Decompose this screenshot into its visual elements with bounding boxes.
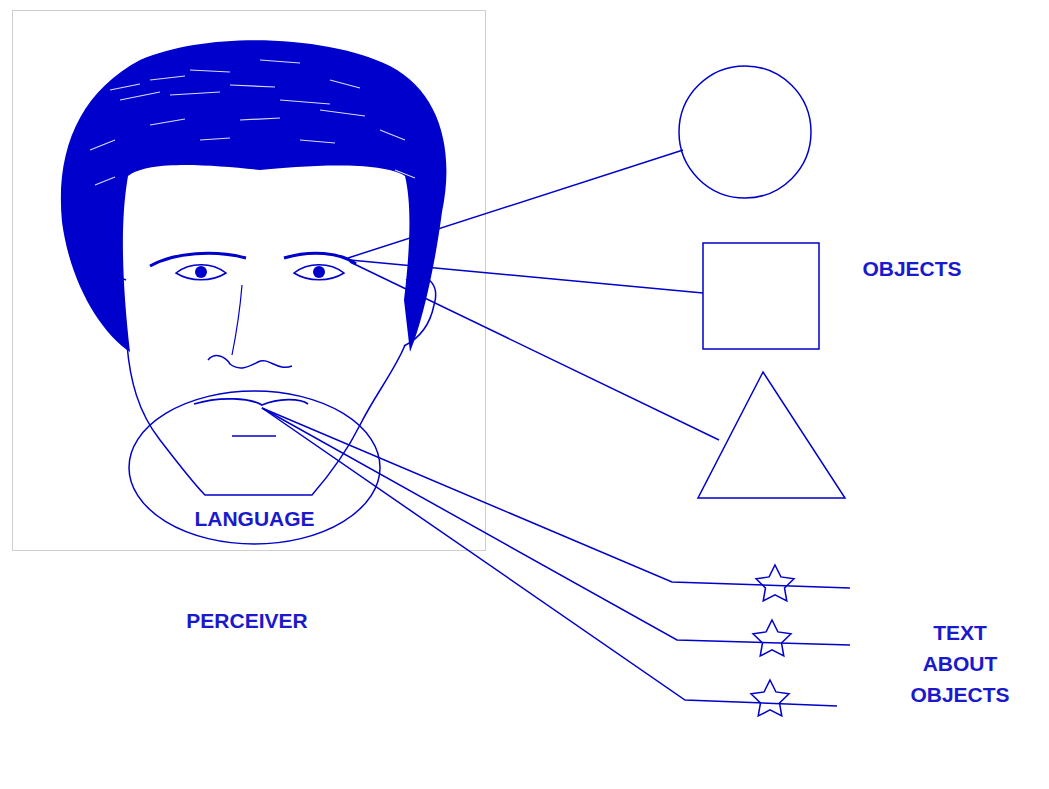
right-ear [404, 277, 436, 346]
circle-object [679, 66, 811, 198]
speech-lines [262, 408, 850, 706]
triangle-object [698, 372, 845, 498]
star-symbol [756, 565, 794, 601]
right-eyebrow [284, 253, 356, 264]
language-ellipse: LANGUAGE [128, 390, 381, 545]
jaw-outline [127, 345, 405, 495]
hair [61, 40, 447, 352]
square-object [703, 243, 819, 349]
sight-lines [348, 150, 719, 440]
text-about-objects-label: TEXT ABOUT OBJECTS [900, 617, 1020, 710]
left-iris [195, 266, 207, 278]
sight-line [348, 150, 683, 258]
left-ear [99, 277, 128, 346]
nostrils [208, 356, 292, 368]
lower-lip [232, 435, 276, 437]
hair-highlights [90, 60, 415, 185]
speech-line [262, 408, 837, 706]
perceiver-label: PERCEIVER [147, 608, 347, 634]
speech-line [262, 408, 850, 645]
speech-line [262, 408, 850, 588]
star-symbol [751, 680, 789, 716]
objects-label: OBJECTS [842, 256, 982, 282]
left-eye [176, 265, 226, 280]
ellipse-outline [129, 391, 380, 544]
hair-strokes [90, 60, 415, 185]
sight-line [350, 262, 719, 440]
text-stars [751, 565, 794, 716]
nose-line [232, 285, 242, 355]
node-text: LANGUAGE [194, 507, 314, 531]
star-symbol [753, 620, 791, 656]
right-iris [313, 266, 325, 278]
portrait-frame [13, 11, 486, 551]
upper-lip [194, 399, 308, 405]
right-eye [294, 265, 344, 280]
